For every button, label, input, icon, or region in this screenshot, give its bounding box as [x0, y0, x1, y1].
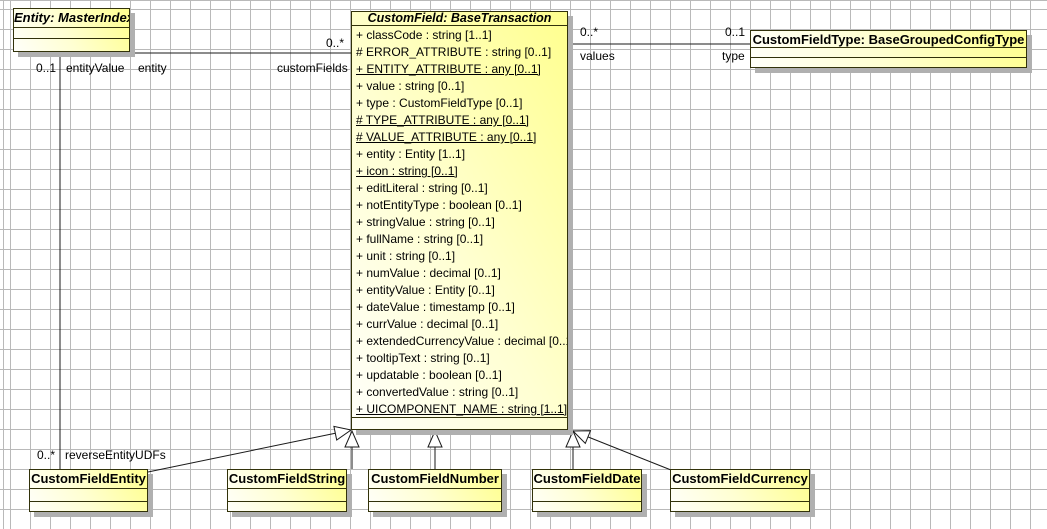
class-box-customfieldentity[interactable]: CustomFieldEntity [29, 469, 148, 512]
generalization-arrowhead-customfielddate[interactable] [565, 429, 581, 448]
class-box-customfieldcurrency[interactable]: CustomFieldCurrency [670, 469, 810, 512]
generalization-arrowhead-customfieldentity[interactable] [333, 425, 353, 441]
attributes-compartment-empty [671, 489, 809, 502]
class-title: CustomFieldType: BaseGroupedConfigType [751, 32, 1026, 48]
attribute-row[interactable]: + dateValue : timestamp [0..1] [356, 300, 515, 314]
multiplicity-label-customfields[interactable]: 0..* [326, 36, 345, 50]
attribute-row[interactable]: + unit : string [0..1] [356, 249, 456, 263]
attributes-compartment-empty [533, 489, 641, 502]
role-label-reverseentityudfs[interactable]: reverseEntityUDFs [65, 448, 166, 462]
attribute-row[interactable]: # TYPE_ATTRIBUTE : any [0..1] [356, 113, 529, 127]
generalization-arrowhead-customfieldcurrency[interactable] [571, 430, 592, 445]
attribute-row[interactable]: + notEntityType : boolean [0..1] [356, 198, 522, 212]
attribute-row[interactable]: + updatable : boolean [0..1] [356, 368, 502, 382]
generalization-customfieldentity[interactable] [147, 432, 336, 473]
attribute-row[interactable]: + value : string [0..1] [356, 79, 465, 93]
class-box-entity-masterindex[interactable]: Entity: MasterIndex [13, 8, 130, 52]
attribute-row[interactable]: + tooltipText : string [0..1] [356, 351, 490, 365]
attributes-compartment-empty [30, 489, 147, 502]
attribute-row[interactable]: + entityValue : Entity [0..1] [356, 283, 495, 297]
class-box-customfielddate[interactable]: CustomFieldDate [532, 469, 642, 512]
class-title: CustomField: BaseTransaction [352, 12, 567, 26]
attributes-compartment-empty [228, 489, 346, 502]
role-label-entity[interactable]: entity [138, 61, 167, 75]
attributes-compartment: + classCode : string [1..1] # ERROR_ATTR… [352, 26, 567, 418]
attribute-row[interactable]: + ENTITY_ATTRIBUTE : any [0..1] [356, 62, 541, 76]
class-title: CustomFieldString [228, 470, 346, 489]
attribute-row[interactable]: + classCode : string [1..1] [356, 28, 492, 42]
attribute-row[interactable]: + stringValue : string [0..1] [356, 215, 495, 229]
class-box-customfield-basetransaction[interactable]: CustomField: BaseTransaction + classCode… [351, 11, 568, 430]
attribute-row[interactable]: + entity : Entity [1..1] [356, 147, 466, 161]
generalization-customfieldcurrency[interactable] [587, 436, 672, 471]
attributes-compartment-empty [369, 489, 501, 502]
class-title: CustomFieldDate [533, 470, 641, 489]
attribute-row[interactable]: + editLiteral : string [0..1] [356, 181, 488, 195]
class-title: Entity: MasterIndex [14, 9, 129, 28]
multiplicity-label-entityvalue[interactable]: 0..1 [36, 61, 57, 75]
attribute-row[interactable]: # ERROR_ATTRIBUTE : string [0..1] [356, 45, 552, 59]
attribute-row[interactable]: + fullName : string [0..1] [356, 232, 484, 246]
attribute-row[interactable]: + extendedCurrencyValue : decimal [0..1] [356, 334, 567, 348]
class-title: CustomFieldNumber [369, 470, 501, 489]
attributes-compartment-empty [751, 48, 1026, 58]
multiplicity-label-reverseentityudfs[interactable]: 0..* [37, 448, 56, 462]
attribute-row[interactable]: + type : CustomFieldType [0..1] [356, 96, 523, 110]
generalization-arrowhead-customfieldnumber[interactable] [427, 429, 443, 448]
class-box-customfieldstring[interactable]: CustomFieldString [227, 469, 347, 512]
generalization-arrowhead-customfieldstring[interactable] [344, 429, 360, 448]
role-label-customfields[interactable]: customFields [277, 61, 348, 75]
attribute-row[interactable]: + currValue : decimal [0..1] [356, 317, 499, 331]
role-label-type[interactable]: type [722, 49, 745, 63]
class-box-customfieldnumber[interactable]: CustomFieldNumber [368, 469, 502, 512]
attribute-row[interactable]: # VALUE_ATTRIBUTE : any [0..1] [356, 130, 537, 144]
role-label-values[interactable]: values [580, 49, 615, 63]
attribute-row[interactable]: + convertedValue : string [0..1] [356, 385, 519, 399]
multiplicity-label-values[interactable]: 0..* [580, 25, 599, 39]
class-title: CustomFieldCurrency [671, 470, 809, 489]
role-label-entityvalue[interactable]: entityValue [66, 61, 125, 75]
attribute-row[interactable]: + UICOMPONENT_NAME : string [1..1] [356, 402, 567, 416]
attribute-row[interactable]: + numValue : decimal [0..1] [356, 266, 501, 280]
multiplicity-label-type[interactable]: 0..1 [725, 25, 746, 39]
attributes-compartment-empty [14, 28, 129, 39]
attribute-row[interactable]: + icon : string [0..1] [356, 164, 458, 178]
class-title: CustomFieldEntity [30, 470, 147, 489]
class-box-customfieldtype-basegroupedconfigtype[interactable]: CustomFieldType: BaseGroupedConfigType [750, 30, 1027, 68]
